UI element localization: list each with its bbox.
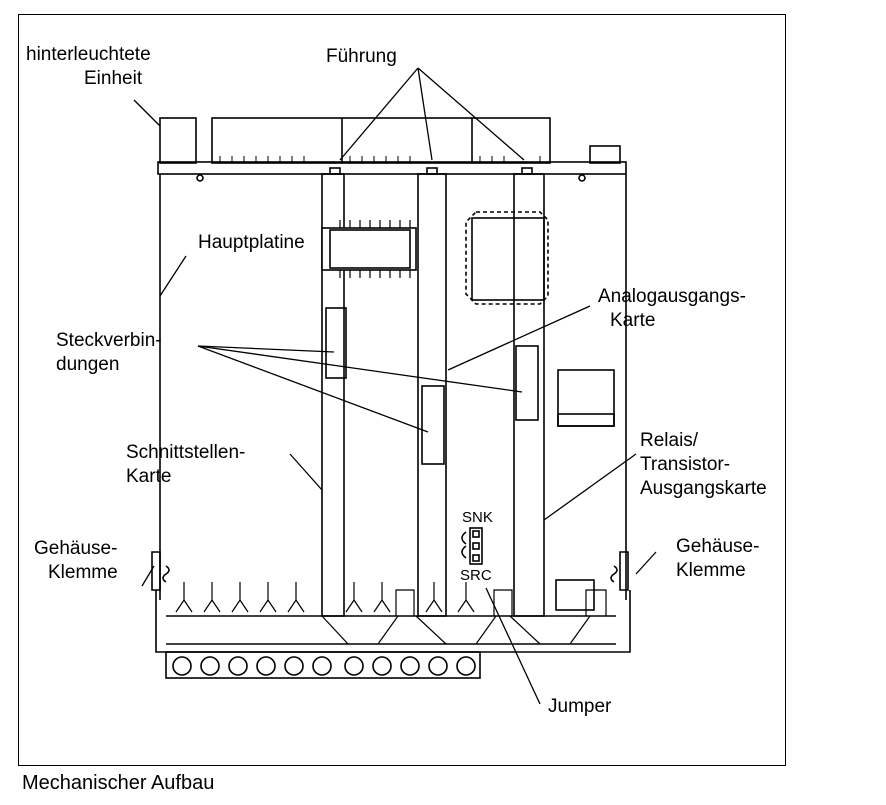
label-interface-2: Karte [126, 466, 171, 487]
top-bar [157, 161, 627, 175]
label-clamp-left-1: Gehäuse- [34, 538, 117, 559]
dip-chip [321, 227, 417, 271]
terminal-screws [172, 656, 476, 676]
diagram-frame [18, 14, 786, 766]
label-snk: SNK [462, 509, 493, 526]
label-jumper: Jumper [548, 696, 612, 717]
card-slot-guides [321, 589, 607, 645]
housing-clamp-right [610, 551, 629, 591]
housing-clamp-left [151, 551, 170, 591]
label-src: SRC [460, 567, 492, 584]
label-connectors-1: Steckverbin- [56, 330, 162, 351]
connector-interface [325, 307, 347, 379]
label-analog-1: Analogausgangs- [598, 286, 746, 307]
leader-lines [133, 67, 657, 705]
label-relay-3: Ausgangskarte [640, 478, 767, 499]
label-mainboard: Hauptplatine [198, 232, 305, 253]
relay-chip [555, 579, 595, 611]
label-relay-2: Transistor- [640, 454, 730, 475]
label-clamp-left-2: Klemme [48, 562, 118, 583]
connector-relay [515, 345, 539, 421]
terminal-block [165, 651, 481, 679]
label-analog-2: Karte [610, 310, 655, 331]
label-interface-1: Schnittstellen- [126, 442, 245, 463]
housing-bottom [155, 590, 631, 653]
label-connectors-2: dungen [56, 354, 119, 375]
label-clamp-right-2: Klemme [676, 560, 746, 581]
caption: Mechanischer Aufbau [22, 772, 215, 794]
jumper-block [461, 527, 483, 565]
relay-transistor-card [513, 173, 545, 617]
label-backlit-2: Einheit [84, 68, 143, 89]
terminal-contacts [175, 582, 475, 613]
label-backlit-1: hinterleuchtete [26, 44, 151, 65]
square-component [557, 369, 615, 427]
label-guide: Führung [326, 46, 397, 67]
top-teeth [219, 156, 541, 162]
label-relay-1: Relais/ [640, 430, 699, 451]
connector-analog [421, 385, 445, 465]
backlit-unit [159, 117, 621, 164]
label-clamp-right-1: Gehäuse- [676, 536, 759, 557]
plcc-chip [465, 211, 549, 305]
